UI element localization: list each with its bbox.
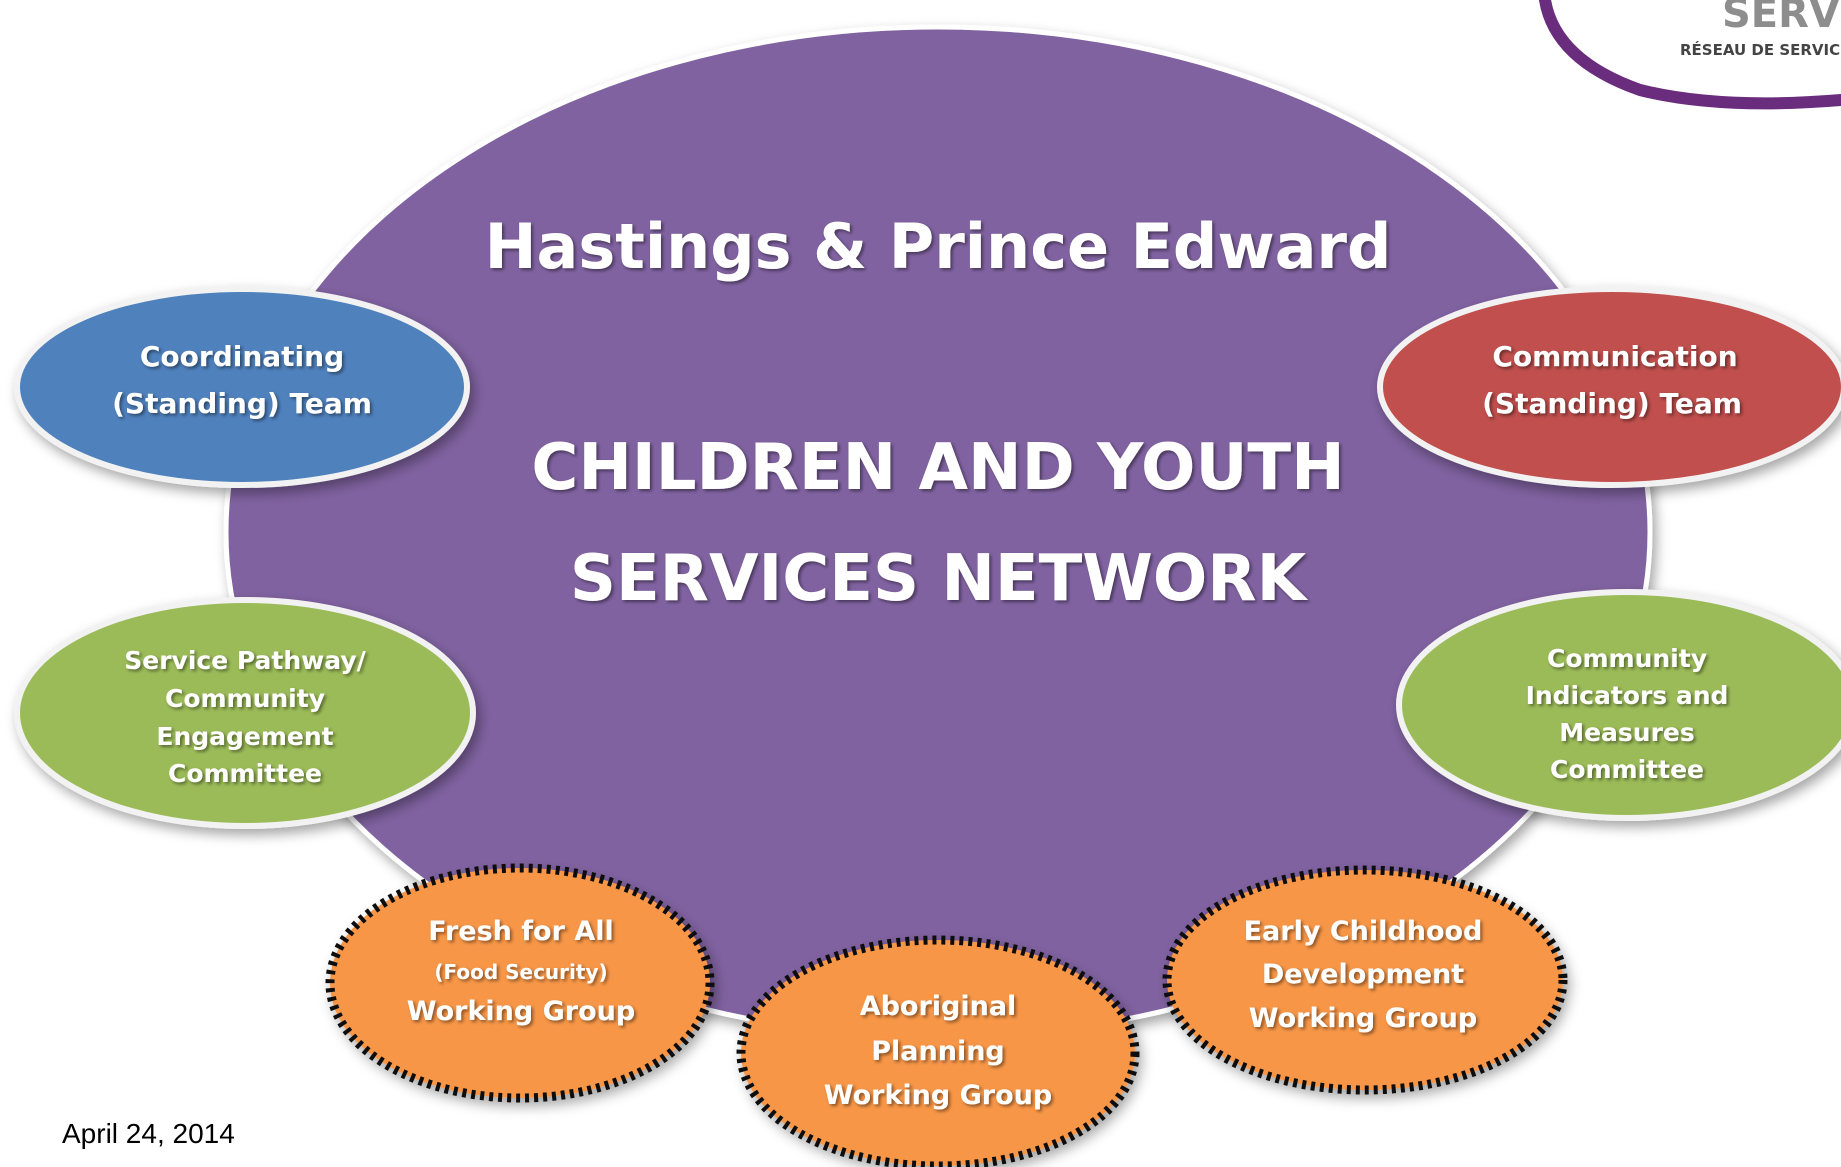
node-communication-line2: (Standing) Team xyxy=(1482,387,1742,420)
node-early-childhood-ellipse xyxy=(1162,865,1568,1095)
hub-ellipse-group: Hastings & Prince Edward CHILDREN AND YO… xyxy=(223,24,1653,1040)
hub-title: Hastings & Prince Edward xyxy=(485,210,1392,283)
logo-swoosh xyxy=(1539,0,1841,110)
node-early-childhood-group: Early Childhood Development Working Grou… xyxy=(1162,865,1568,1095)
node-communication-team: Communication (Standing) Team xyxy=(1377,286,1841,488)
footer-date: April 24, 2014 xyxy=(62,1118,235,1149)
hub-subtitle-line2: SERVICES NETWORK xyxy=(570,542,1309,616)
node-service-pathway-ellipse xyxy=(14,597,476,829)
node-aboriginal-planning-group: Aboriginal Planning Working Group xyxy=(736,935,1140,1167)
node-community-indicators-line1: Community xyxy=(1547,644,1707,673)
node-community-indicators-ellipse xyxy=(1396,589,1841,821)
network-logo: SERVI RÉSEAU DE SERVICES xyxy=(1539,0,1841,110)
node-service-pathway-line1: Service Pathway/ xyxy=(124,646,366,675)
node-coordinating-ellipse xyxy=(14,286,470,488)
logo-subtitle: RÉSEAU DE SERVICES xyxy=(1680,40,1841,59)
node-fresh-for-all-group: Fresh for All (Food Security) Working Gr… xyxy=(325,863,715,1103)
node-communication-ellipse xyxy=(1377,286,1841,488)
node-community-indicators-line4: Committee xyxy=(1550,755,1704,784)
node-service-pathway-line3: Engagement xyxy=(156,722,333,751)
node-coordinating-line2: (Standing) Team xyxy=(112,387,372,420)
node-community-indicators-committee: Community Indicators and Measures Commit… xyxy=(1396,589,1841,821)
node-community-indicators-line3: Measures xyxy=(1559,718,1695,747)
node-community-indicators-line2: Indicators and xyxy=(1526,681,1729,710)
node-aboriginal-planning-line1: Aboriginal xyxy=(860,991,1017,1022)
node-coordinating-line1: Coordinating xyxy=(140,340,344,373)
logo-word: SERVI xyxy=(1722,0,1841,37)
node-early-childhood-line1: Early Childhood xyxy=(1244,916,1483,947)
node-early-childhood-line2: Development xyxy=(1262,959,1464,990)
node-communication-line1: Communication xyxy=(1492,340,1737,373)
node-fresh-for-all-ellipse xyxy=(325,863,715,1103)
node-aboriginal-planning-line2: Planning xyxy=(871,1036,1005,1067)
node-service-pathway-line2: Community xyxy=(165,684,325,713)
node-service-pathway-committee: Service Pathway/ Community Engagement Co… xyxy=(14,597,476,829)
node-service-pathway-line4: Committee xyxy=(168,759,322,788)
node-early-childhood-line3: Working Group xyxy=(1249,1003,1477,1034)
hub-subtitle-line1: CHILDREN AND YOUTH xyxy=(531,431,1344,505)
node-aboriginal-planning-line3: Working Group xyxy=(824,1080,1052,1111)
node-aboriginal-planning-ellipse xyxy=(736,935,1140,1167)
node-fresh-for-all-line3: Working Group xyxy=(407,996,635,1027)
node-fresh-for-all-line2: (Food Security) xyxy=(434,960,607,984)
node-fresh-for-all-line1: Fresh for All xyxy=(428,916,613,947)
node-coordinating-team: Coordinating (Standing) Team xyxy=(14,286,470,488)
